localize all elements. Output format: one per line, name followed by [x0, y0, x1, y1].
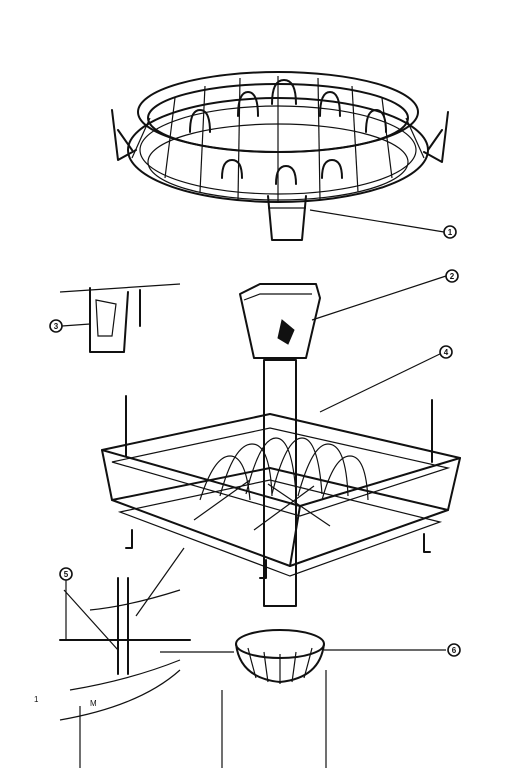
svg-text:6: 6: [452, 646, 457, 655]
svg-text:3: 3: [54, 322, 59, 331]
svg-text:1: 1: [448, 228, 453, 237]
cup: [235, 629, 325, 684]
clip: [59, 283, 181, 353]
corner-mark: 1: [34, 695, 39, 704]
callout-6: 6: [447, 643, 461, 657]
wheel-axle: [59, 547, 191, 721]
callout-3: 3: [49, 319, 63, 333]
callout-5: 5: [59, 567, 73, 581]
svg-text:5: 5: [64, 570, 69, 579]
svg-text:4: 4: [444, 348, 449, 357]
svg-text:2: 2: [450, 272, 455, 281]
leader-lines: [61, 209, 447, 768]
upper-rack: [111, 71, 449, 241]
lower-rack: [101, 359, 461, 607]
callout-2: 2: [445, 269, 459, 283]
callout-4: 4: [439, 345, 453, 359]
callout-1: 1: [443, 225, 457, 239]
cup-shelf-bracket: [239, 283, 321, 359]
bottom-mark: M: [90, 699, 97, 708]
